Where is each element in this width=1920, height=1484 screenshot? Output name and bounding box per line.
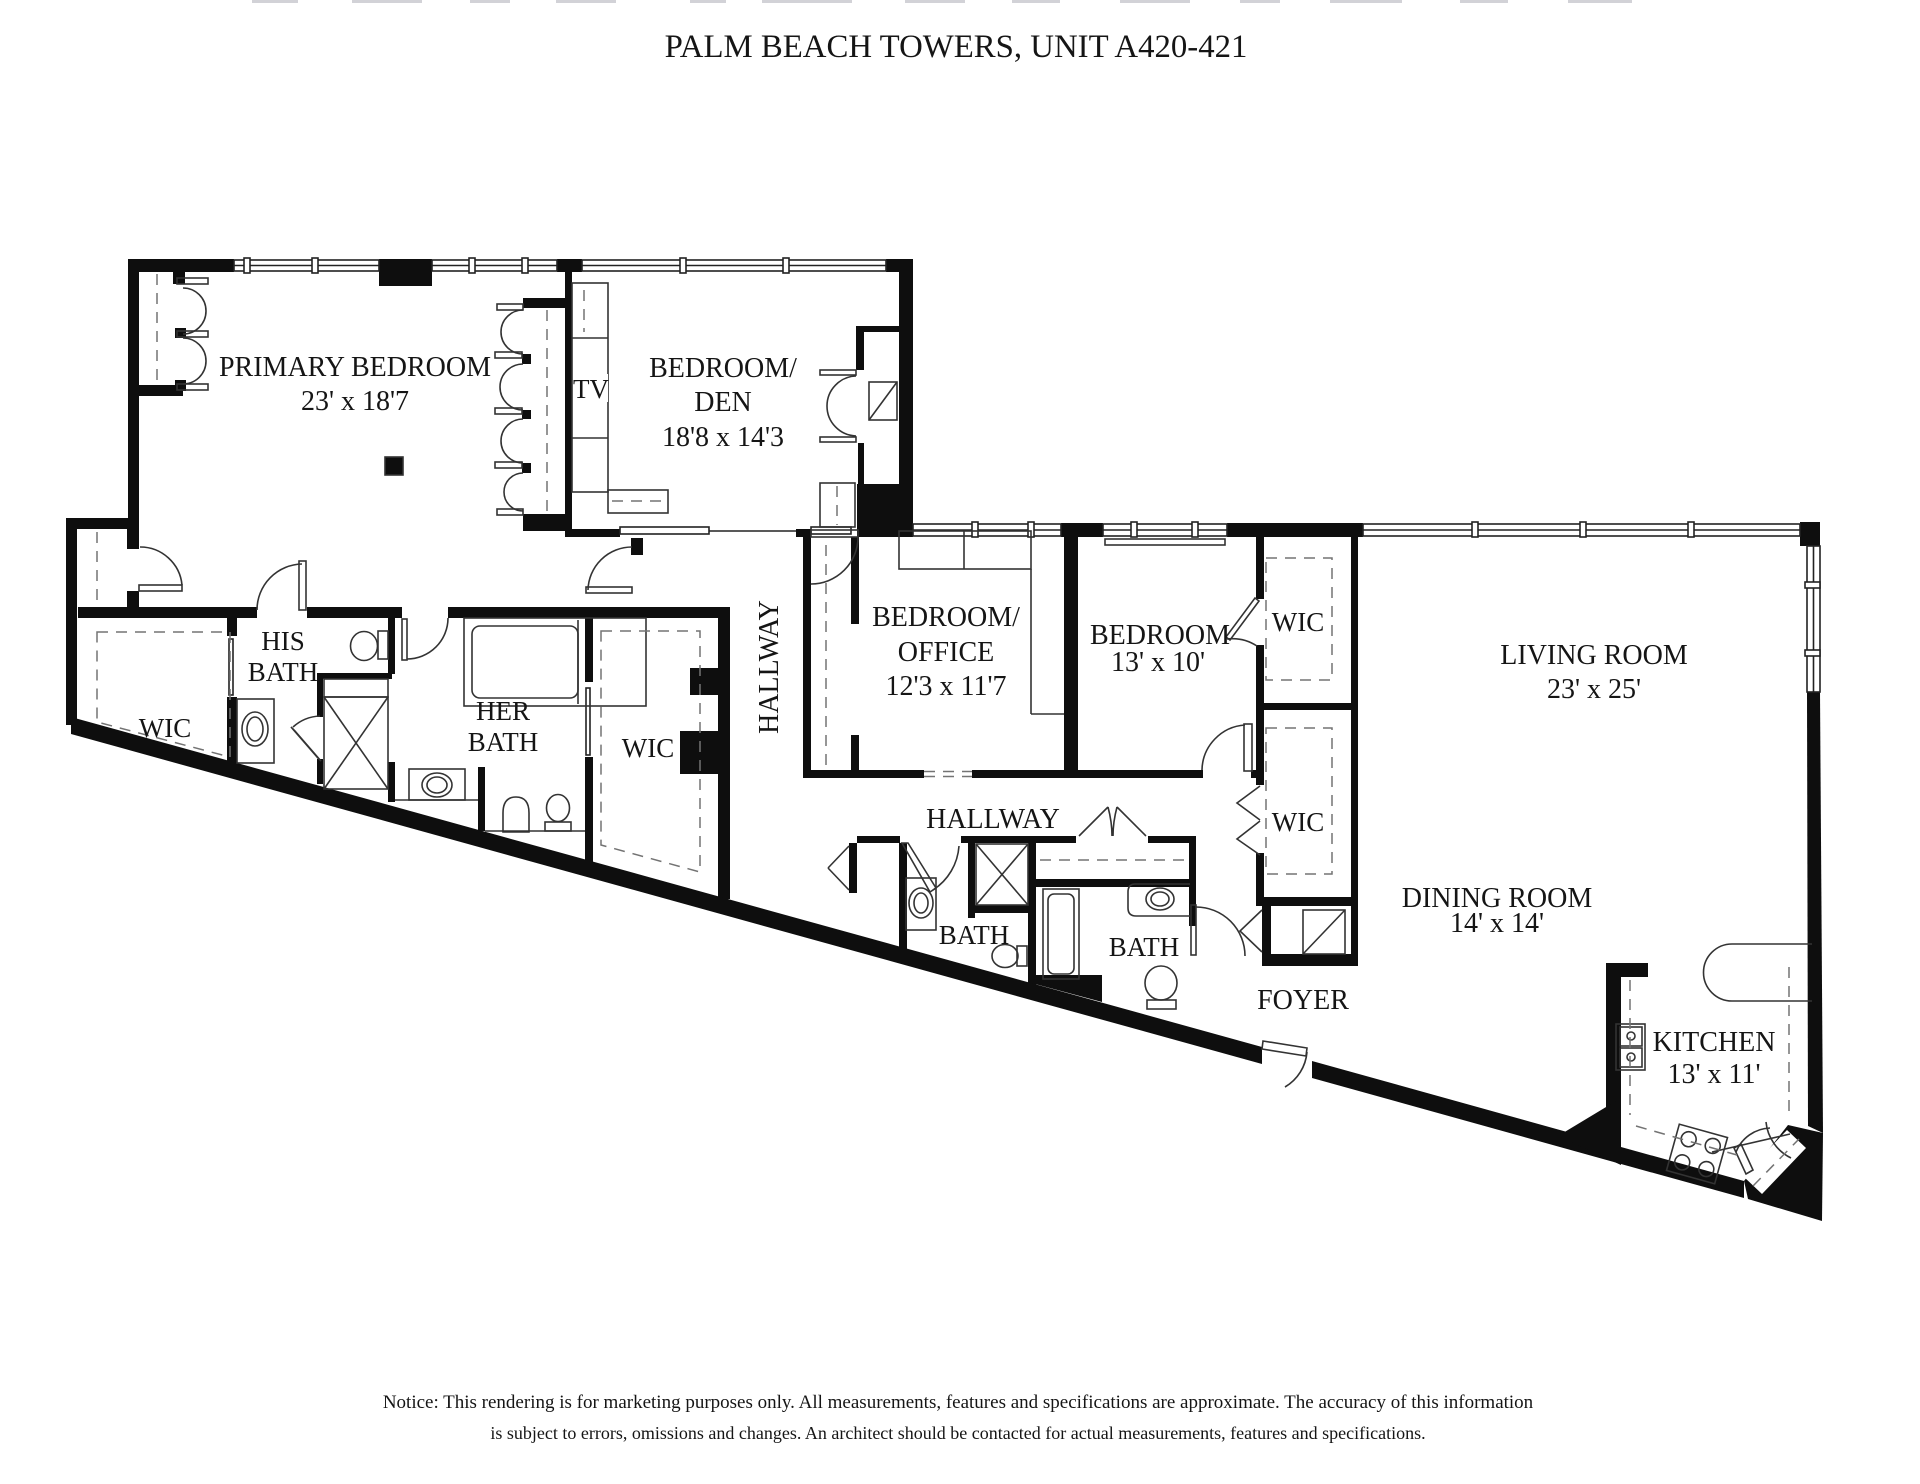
svg-text:HER: HER — [476, 696, 530, 726]
svg-text:KITCHEN: KITCHEN — [1653, 1027, 1776, 1058]
svg-text:FOYER: FOYER — [1257, 985, 1349, 1016]
svg-text:WIC: WIC — [622, 733, 674, 763]
svg-text:23' x 25': 23' x 25' — [1547, 674, 1641, 705]
svg-text:23' x 18'7: 23' x 18'7 — [301, 386, 409, 417]
svg-text:WIC: WIC — [1272, 807, 1324, 837]
svg-text:OFFICE: OFFICE — [898, 637, 994, 668]
svg-text:BATH: BATH — [468, 727, 539, 757]
svg-text:is subject to errors, omission: is subject to errors, omissions and chan… — [490, 1423, 1425, 1443]
svg-text:BEDROOM: BEDROOM — [1090, 620, 1230, 651]
svg-text:13' x 11': 13' x 11' — [1667, 1059, 1760, 1090]
svg-text:BATH: BATH — [248, 657, 319, 687]
svg-text:18'8 x 14'3: 18'8 x 14'3 — [662, 422, 784, 453]
svg-text:WIC: WIC — [139, 713, 191, 743]
svg-text:BEDROOM/: BEDROOM/ — [872, 602, 1020, 633]
svg-text:HIS: HIS — [261, 626, 305, 656]
svg-text:HALLWAY: HALLWAY — [754, 600, 785, 734]
svg-text:PRIMARY BEDROOM: PRIMARY BEDROOM — [219, 352, 491, 383]
svg-text:13' x 10': 13' x 10' — [1111, 647, 1205, 678]
svg-text:BATH: BATH — [1109, 932, 1180, 962]
svg-text:DINING ROOM: DINING ROOM — [1402, 883, 1593, 914]
svg-text:HALLWAY: HALLWAY — [926, 804, 1060, 835]
svg-text:14' x 14': 14' x 14' — [1450, 908, 1544, 939]
svg-text:DEN: DEN — [694, 387, 752, 418]
svg-text:BATH: BATH — [939, 920, 1010, 950]
svg-text:BEDROOM/: BEDROOM/ — [649, 353, 797, 384]
svg-text:WIC: WIC — [1272, 607, 1324, 637]
svg-text:12'3 x 11'7: 12'3 x 11'7 — [885, 671, 1006, 702]
svg-text:TV: TV — [573, 374, 609, 404]
svg-text:PALM BEACH TOWERS, UNIT A420-4: PALM BEACH TOWERS, UNIT A420-421 — [665, 29, 1248, 65]
svg-text:Notice: This rendering is for: Notice: This rendering is for marketing … — [383, 1392, 1534, 1413]
svg-text:LIVING ROOM: LIVING ROOM — [1500, 640, 1688, 671]
